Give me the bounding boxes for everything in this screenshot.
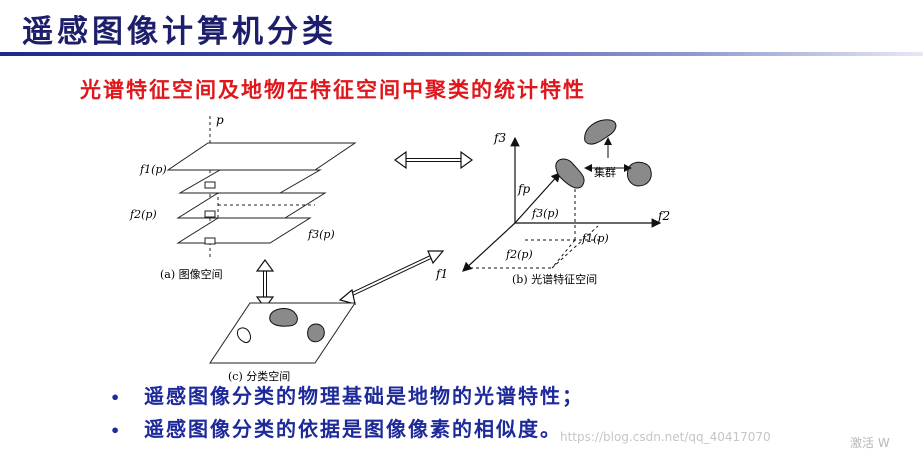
layer-label-f3: f3(p): [307, 228, 335, 241]
bullet-item-1: • 遥感图像分类的物理基础是地物的光谱特性；: [110, 380, 584, 413]
bullet-item-2: • 遥感图像分类的依据是图像像素的相似度。: [110, 413, 584, 446]
cluster-blob-right: [627, 161, 652, 187]
pixel-marker-2: [204, 210, 216, 218]
feature-space-panel: f3 f2 f1 fp f3(p) f1(p) f2(p) 集群 (b) 光谱特…: [435, 119, 670, 286]
classified-space-caption: (c) 分类空间: [228, 369, 290, 383]
vector-label-fp: fp: [517, 182, 530, 196]
layer-label-f2: f2(p): [129, 208, 157, 221]
slide-subtitle: 光谱特征空间及地物在特征空间中聚类的统计特性: [80, 77, 586, 102]
axis-label-f3: f3: [493, 131, 506, 145]
title-underline: [0, 52, 923, 56]
pixel-marker-1: [204, 181, 216, 189]
pixel-axis-label: p: [216, 113, 224, 127]
class-region-2: [307, 323, 325, 343]
bullet-dot-icon: •: [110, 421, 123, 440]
feature-space-caption: (b) 光谱特征空间: [512, 272, 597, 286]
band-layer-4: [166, 142, 357, 171]
url-watermark: https://blog.csdn.net/qq_40417070: [560, 430, 771, 444]
component-label-f2p: f2(p): [505, 248, 533, 261]
classification-diagram: p f1(p) f2(p) f3(p) (a) 图像空间: [129, 113, 670, 383]
arrow-image-to-feature: [393, 150, 474, 170]
activation-notice: 激活 W: [850, 436, 890, 450]
slide-title: 遥感图像计算机分类: [22, 14, 337, 50]
class-region-1: [269, 308, 298, 327]
component-label-f3p: f3(p): [531, 207, 559, 220]
image-space-caption: (a) 图像空间: [160, 267, 223, 281]
cluster-label: 集群: [594, 165, 616, 179]
classified-plane: [209, 302, 356, 364]
bullet-text-1: 遥感图像分类的物理基础是地物的光谱特性；: [144, 384, 584, 408]
cluster-blob-large: [584, 119, 617, 145]
layer-label-f1: f1(p): [139, 163, 167, 176]
classified-space-panel: (c) 分类空间: [209, 302, 356, 383]
axis-label-f1: f1: [435, 267, 448, 281]
component-label-f1p: f1(p): [581, 232, 609, 245]
bullet-dot-icon: •: [110, 388, 123, 407]
class-region-3: [237, 327, 251, 343]
bullet-list: • 遥感图像分类的物理基础是地物的光谱特性； • 遥感图像分类的依据是图像像素的相似…: [110, 380, 584, 446]
arrow-image-to-classified: [255, 258, 275, 310]
bullet-text-2: 遥感图像分类的依据是图像像素的相似度。: [144, 417, 562, 441]
band-layer-3: [178, 169, 322, 194]
axis-f1: [462, 222, 516, 272]
feature-vector: [514, 172, 561, 224]
arrow-feature-to-classified: [338, 250, 445, 305]
axis-label-f2: f2: [657, 209, 670, 223]
cluster-blob-middle: [555, 158, 585, 189]
band-layer-1: [176, 217, 312, 244]
image-space-panel: p f1(p) f2(p) f3(p) (a) 图像空间: [129, 113, 357, 281]
pixel-marker-3: [204, 237, 216, 245]
